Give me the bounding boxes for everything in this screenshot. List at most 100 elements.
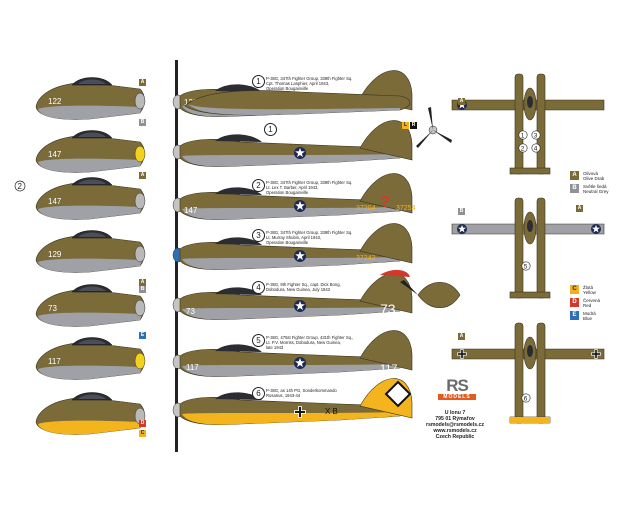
plan-view-number: 1: [518, 130, 528, 140]
address-line: 795 01 Rýmařov: [435, 416, 475, 422]
side-code: 117: [186, 363, 199, 372]
plan-view-number: 3: [531, 130, 541, 140]
color-tag-b: B: [139, 286, 146, 293]
caption-line: Operation Bougainville: [266, 240, 309, 245]
profile-number: 4: [252, 281, 265, 294]
caption-line: Operation Bougainville: [266, 190, 309, 195]
brand-sub-text: MODELS: [438, 394, 476, 400]
nose-code: 73: [48, 304, 57, 313]
side-code: X B: [325, 407, 338, 416]
legend-swatch-c: C: [570, 285, 579, 294]
caption-line: P-38G, 9th Fighter Sq., capt. Dick Bong,: [266, 282, 341, 287]
spinner-detail: [400, 280, 461, 309]
propeller-detail: [416, 107, 452, 148]
profile-number: 2: [252, 179, 265, 192]
color-tag-a: A: [139, 79, 146, 86]
profile-number: 1: [264, 123, 277, 136]
brand-logo-text: RS: [446, 376, 469, 395]
address-line: www.rsmodels.cz: [433, 428, 477, 434]
profile-caption: P-38G, 475st Fighter Group, 431th Fighte…: [266, 335, 353, 350]
legend-label-en: Yellow: [583, 290, 596, 295]
tail-serial: 37204: [356, 205, 376, 212]
side-view-6: [172, 320, 413, 404]
color-tag-a: A: [139, 279, 146, 286]
legend-label-cz: Modrá: [583, 311, 596, 316]
legend-label-cz: Červená: [583, 298, 601, 303]
legend-label-cz: Žlutá: [583, 285, 594, 290]
us-star-insignia: [294, 200, 306, 212]
nose-view-2: 147: [35, 130, 146, 173]
color-tag-a: A: [576, 205, 583, 212]
us-star-insignia: [294, 300, 306, 312]
tail-serial: 37242: [356, 255, 376, 262]
nose-code: 147: [48, 197, 62, 206]
color-tag-d: D: [139, 420, 146, 427]
caption-line: Lt. P.V. Morriss, Dobodura, New Guinea,: [266, 340, 341, 345]
side-view-top: [184, 90, 411, 116]
color-tag-b: B: [458, 208, 465, 215]
caption-line: P-38G, 475st Fighter Group, 431th Fighte…: [266, 335, 354, 340]
legend-label-cz: Olivová: [583, 171, 599, 176]
tail-code: 73: [380, 301, 396, 317]
nose-code: 129: [48, 250, 62, 259]
caption-line: P-38G, 347th Fighter Group, 339th Fighte…: [266, 230, 353, 235]
caption-line: late 1943: [266, 345, 284, 350]
legend-swatch-e: E: [570, 311, 579, 320]
rs-models-logo: RS MODELS: [432, 376, 482, 400]
us-star-insignia: [294, 147, 306, 159]
caption-line: Lt. Murray Shubin, April 1943,: [266, 235, 322, 240]
caption-line: P-38G, 347th Fighter Group, 339th Fighte…: [266, 76, 353, 81]
us-star-insignia: [591, 224, 601, 234]
color-tag-a: A: [139, 172, 146, 179]
nose-view-number: 2: [14, 180, 26, 192]
us-star-insignia: [457, 224, 467, 234]
plan-view-top-6: [451, 322, 605, 424]
address-line: U Ionu 7: [444, 410, 466, 416]
plan-view-number: 5: [521, 261, 531, 271]
question-mark: ?: [380, 194, 390, 211]
tail-code: 117: [380, 363, 398, 375]
legend-swatch-d: D: [570, 298, 579, 307]
color-tag-l: L: [402, 122, 409, 129]
profile-number: 6: [252, 387, 265, 400]
profile-caption: P-38G, 347th Fighter Group, 339th Fighte…: [266, 76, 352, 91]
nose-view-5: 73: [35, 284, 146, 327]
svg-text:4: 4: [534, 146, 538, 153]
svg-text:2: 2: [18, 182, 23, 191]
front-views-column: 122 147 147 129 73 117 2: [14, 77, 146, 435]
caption-line: Operation Bougainville: [266, 86, 309, 91]
legend-label-en: Blue: [583, 316, 593, 321]
caption-line: Lt. Lex T. Barber, April 1943,: [266, 185, 319, 190]
caption-line: P-38G, 347th Fighter Group, 339th Fighte…: [266, 180, 353, 185]
plan-view-top-5: [451, 197, 605, 299]
svg-text:6: 6: [524, 396, 528, 403]
balkenkreuz-insignia: [591, 349, 601, 359]
side-view-5: [172, 263, 413, 347]
profile-number: 3: [252, 229, 265, 242]
legend-label-en: Olive Drab: [583, 176, 605, 181]
caption-line: Rosarius, 1943-44: [266, 393, 301, 398]
side-view-7: [172, 368, 413, 452]
profile-number: 5: [252, 334, 265, 347]
color-tag-e: E: [139, 332, 146, 339]
plan-view-number: 4: [531, 143, 541, 153]
address-line: Czech Republic: [435, 434, 475, 440]
caption-line: P-38G, as 14h PG, Sonderkommando: [266, 388, 337, 393]
plan-view-top-1: [451, 73, 605, 175]
balkenkreuz-insignia: [294, 406, 306, 418]
caption-line: Dobodura, New Guinea, July 1943: [266, 287, 331, 292]
nose-view-6: 117: [35, 337, 146, 380]
nose-code: 117: [48, 357, 61, 366]
nose-view-1: 122: [35, 77, 146, 120]
company-address: U Ionu 7 795 01 Rýmařov rsmodels@rsmodel…: [420, 410, 490, 440]
nose-view-7: [35, 392, 146, 435]
legend-label-en: Neutral Grey: [583, 189, 609, 194]
